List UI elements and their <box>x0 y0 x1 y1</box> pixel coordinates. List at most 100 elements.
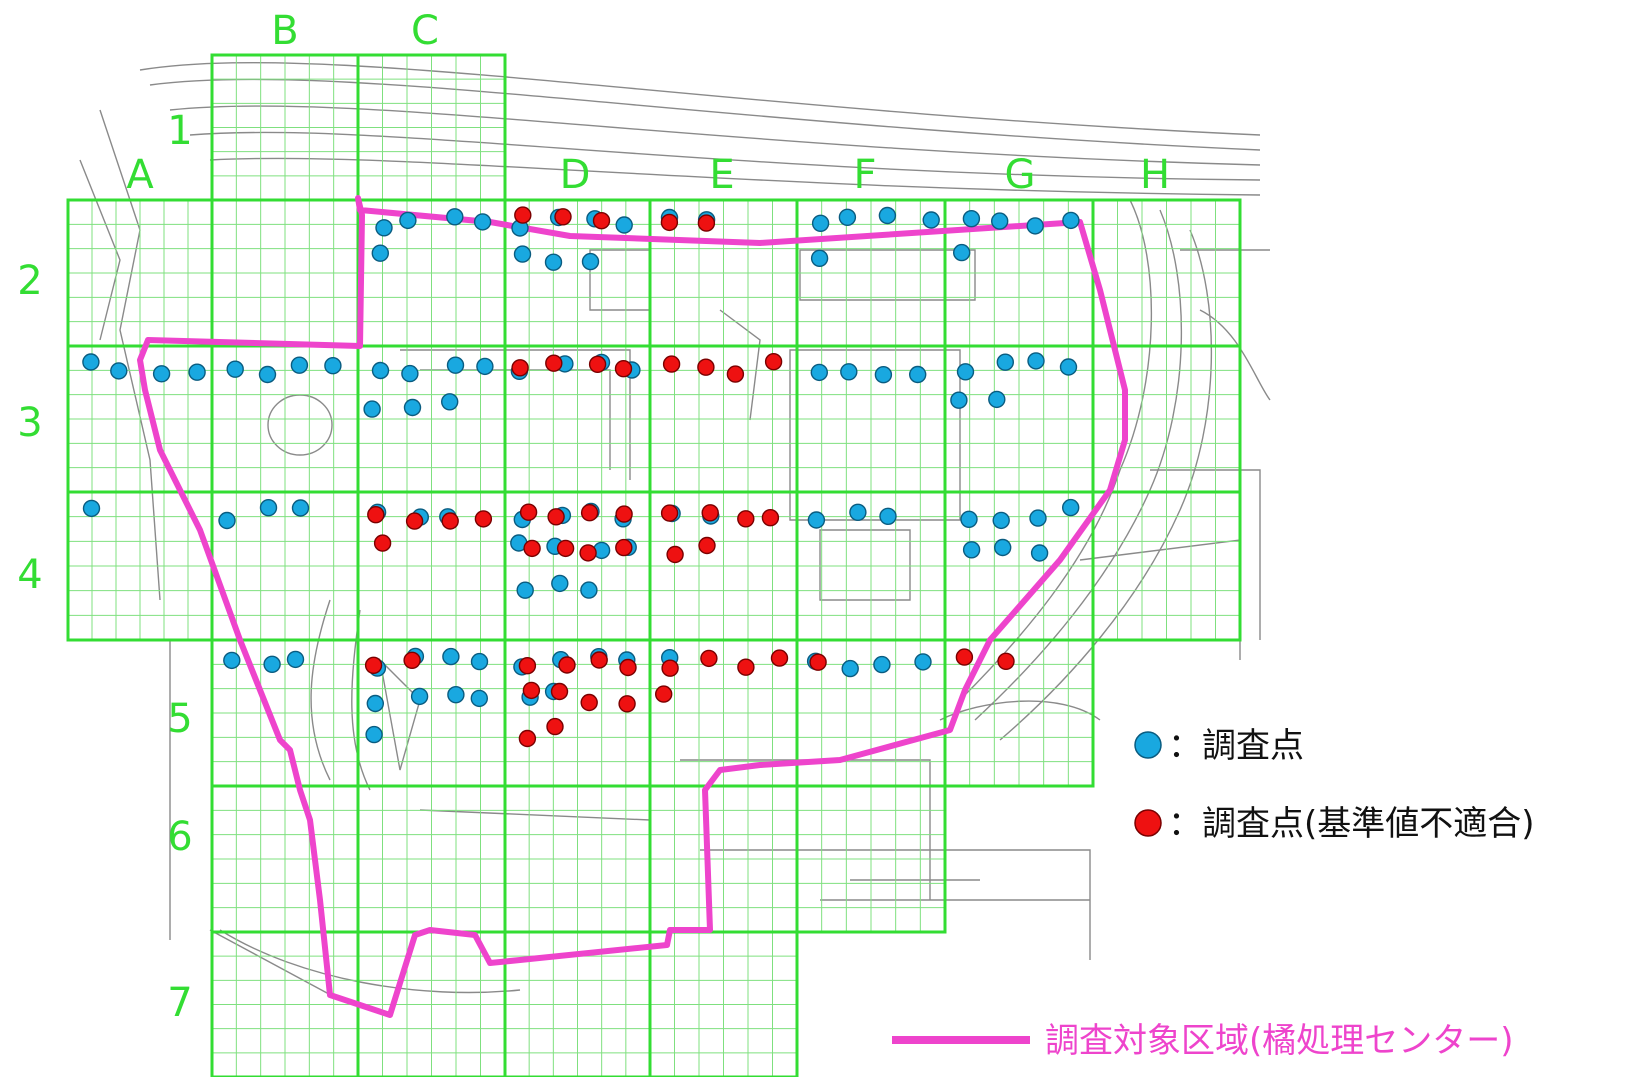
noncompliant-survey-point <box>809 653 827 671</box>
noncompliant-survey-point <box>661 659 679 677</box>
survey-point <box>401 364 419 383</box>
survey-point <box>513 245 532 263</box>
noncompliant-survey-point <box>511 359 529 377</box>
survey-point <box>82 353 100 371</box>
survey-point <box>992 511 1010 530</box>
legend-survey-point-label: ：調査点 <box>1168 726 1304 766</box>
survey-point <box>399 211 417 230</box>
grid-cell <box>1091 490 1242 642</box>
survey-point <box>840 363 858 381</box>
legend-noncompliant-marker <box>1134 809 1162 837</box>
survey-point <box>807 511 826 529</box>
noncompliant-survey-point <box>761 509 780 527</box>
noncompliant-survey-point <box>474 510 493 528</box>
survey-point <box>962 541 981 559</box>
survey-point <box>442 647 460 666</box>
survey-point <box>874 366 893 384</box>
noncompliant-survey-point <box>519 503 538 521</box>
row-label-5: 5 <box>167 696 192 742</box>
survey-area-boundary <box>137 195 1128 1018</box>
survey-point <box>953 243 971 262</box>
noncompliant-survey-point <box>615 538 633 557</box>
survey-point <box>1029 509 1047 527</box>
survey-point <box>473 213 492 231</box>
survey-point <box>516 581 534 599</box>
survey-point <box>226 360 244 378</box>
survey-point <box>82 499 101 518</box>
noncompliant-survey-point <box>579 544 597 562</box>
survey-point <box>811 214 830 233</box>
survey-point <box>988 390 1006 409</box>
survey-point <box>1030 544 1049 562</box>
survey-point <box>371 244 389 262</box>
row-labels: 1 2 3 4 5 6 7 <box>17 108 192 1026</box>
noncompliant-survey-points <box>364 206 1015 748</box>
survey-point <box>873 655 891 674</box>
noncompliant-survey-point <box>698 536 716 555</box>
noncompliant-survey-point <box>770 649 789 667</box>
survey-point <box>371 361 390 380</box>
noncompliant-survey-point <box>556 539 575 558</box>
survey-point <box>810 363 828 382</box>
noncompliant-survey-point <box>615 505 633 523</box>
survey-point <box>956 363 975 381</box>
noncompliant-survey-point <box>545 354 563 372</box>
legend: ：調査点 ：調査点(基準値不適合) 調査対象区域(橘処理センター) <box>892 726 1535 1061</box>
column-label-g: G <box>1005 152 1036 198</box>
legend-boundary-label: 調査対象区域(橘処理センター) <box>1045 1021 1514 1061</box>
noncompliant-survey-point <box>403 651 421 669</box>
legend-survey-point-marker <box>1134 731 1162 759</box>
noncompliant-survey-point <box>614 360 633 378</box>
survey-point <box>263 655 281 673</box>
survey-point <box>996 353 1014 371</box>
survey-point <box>581 252 600 271</box>
survey-point <box>922 211 940 229</box>
survey-point <box>470 652 489 671</box>
survey-point <box>403 398 422 417</box>
noncompliant-survey-point <box>580 504 599 522</box>
survey-point <box>441 393 459 411</box>
noncompliant-survey-point <box>558 656 576 674</box>
noncompliant-survey-point <box>701 504 719 522</box>
noncompliant-survey-point <box>580 693 598 712</box>
row-label-1: 1 <box>167 108 192 154</box>
survey-point <box>1061 498 1080 517</box>
survey-point <box>909 365 927 384</box>
grid-cell <box>648 930 799 1077</box>
survey-point <box>1059 358 1078 376</box>
survey-point <box>960 510 978 528</box>
column-label-f: F <box>853 152 876 198</box>
noncompliant-survey-point <box>737 658 755 676</box>
survey-point <box>152 365 171 383</box>
column-label-a: A <box>126 152 154 198</box>
survey-point <box>841 659 859 678</box>
column-label-h: H <box>1140 152 1170 198</box>
survey-point <box>615 216 633 234</box>
row-label-4: 4 <box>17 552 42 598</box>
survey-point <box>810 249 829 267</box>
survey-point <box>551 574 569 593</box>
survey-point <box>446 208 464 226</box>
survey-point <box>1062 211 1080 230</box>
noncompliant-survey-point <box>367 506 385 524</box>
survey-point <box>544 253 563 271</box>
column-label-b: B <box>271 8 298 54</box>
noncompliant-survey-point <box>660 213 679 232</box>
minor-grid <box>68 55 1240 1077</box>
noncompliant-survey-point <box>726 365 745 383</box>
column-label-e: E <box>709 152 734 198</box>
noncompliant-survey-point <box>592 211 611 230</box>
noncompliant-survey-point <box>523 539 541 558</box>
survey-point <box>1026 217 1044 235</box>
row-label-3: 3 <box>17 400 42 446</box>
survey-point <box>366 694 384 713</box>
grid-cell <box>943 638 1095 788</box>
noncompliant-survey-point <box>522 681 541 700</box>
survey-point <box>286 650 305 669</box>
survey-point <box>878 206 897 225</box>
noncompliant-survey-point <box>697 358 715 376</box>
grid-cell <box>795 784 947 934</box>
noncompliant-survey-point <box>364 656 383 674</box>
noncompliant-survey-point <box>764 353 783 371</box>
survey-point <box>1027 352 1045 370</box>
